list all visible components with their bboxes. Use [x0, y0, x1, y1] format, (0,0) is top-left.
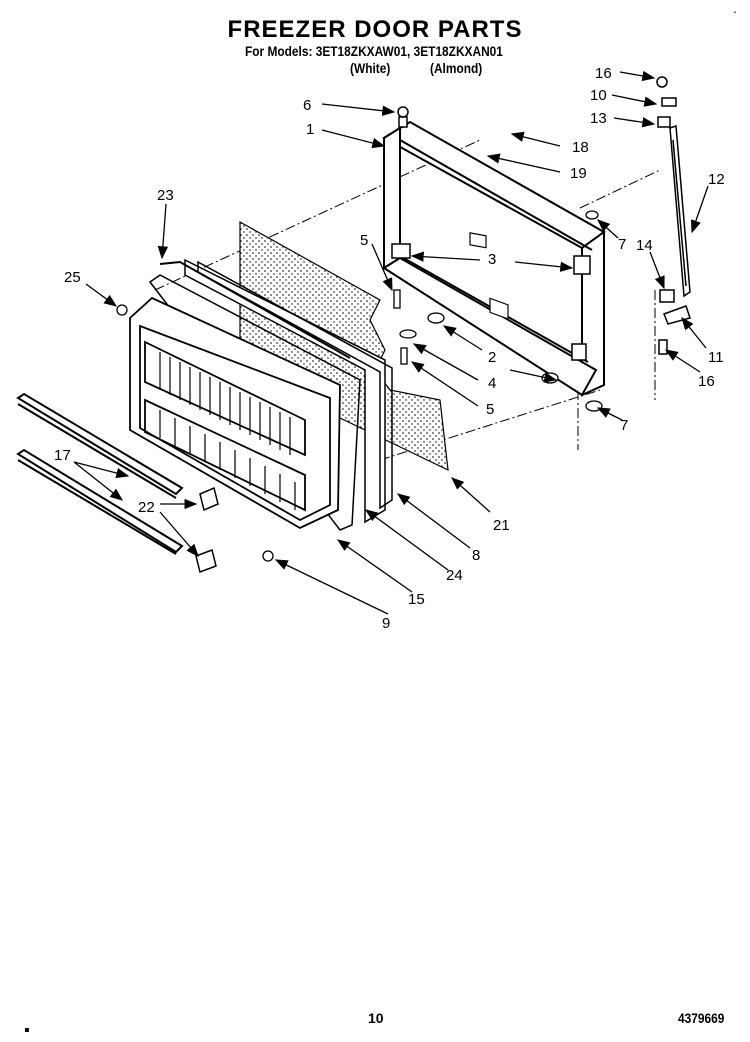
part-label-14: 14	[636, 237, 653, 254]
part-label-8: 8	[472, 547, 480, 564]
pads	[469, 232, 509, 320]
model-numbers: For Models: 3ET18ZKXAW01, 3ET18ZKXAN01	[245, 43, 503, 59]
part-label-11: 11	[708, 349, 724, 366]
part-label-15: 15	[408, 591, 425, 608]
part-label-16-top: 16	[595, 65, 612, 82]
page-number: 10	[368, 1010, 384, 1026]
part-label-2: 2	[488, 349, 496, 366]
part-label-5-top: 5	[360, 232, 368, 249]
part-label-3: 3	[488, 251, 496, 268]
leader-arrows	[73, 70, 709, 615]
part-label-10: 10	[590, 87, 607, 104]
left-mark: ▪	[24, 1022, 30, 1039]
document-number: 4379669	[678, 1010, 725, 1026]
part-label-7-bottom: 7	[620, 417, 628, 434]
part-label-1: 1	[306, 121, 314, 138]
hinge-bracket-top	[391, 243, 591, 361]
door-inner-liner	[129, 296, 341, 530]
page-title: FREEZER DOOR PARTS	[227, 16, 523, 43]
corner-mark: ˙	[733, 10, 739, 27]
door-handle	[669, 124, 691, 298]
part-labels: 6 1 18 19 16 10 13 12 7 3 5 2 4 5 7 14 1…	[54, 65, 725, 632]
part-label-5-bottom: 5	[486, 401, 494, 418]
hinge-parts	[397, 76, 691, 355]
part-label-12: 12	[708, 171, 725, 188]
part-label-22: 22	[138, 499, 155, 516]
shelf-rails	[16, 392, 184, 555]
part-label-18: 18	[572, 139, 589, 156]
part-label-24: 24	[446, 567, 463, 584]
shelf-ridges	[159, 352, 296, 510]
part-label-23: 23	[157, 187, 174, 204]
part-label-6: 6	[303, 97, 311, 114]
part-label-19: 19	[570, 165, 587, 182]
part-label-4: 4	[488, 375, 496, 392]
almond-label: (Almond)	[430, 60, 483, 76]
gasket-strip	[159, 260, 351, 359]
part-label-13: 13	[590, 110, 607, 127]
part-label-17: 17	[54, 447, 71, 464]
part-label-25: 25	[64, 269, 81, 286]
part-label-16-bottom: 16	[698, 373, 715, 390]
part-label-21: 21	[493, 517, 510, 534]
part-label-7-top: 7	[618, 236, 626, 253]
rail-end-caps	[195, 486, 219, 573]
white-label: (White)	[350, 60, 391, 76]
part-label-9: 9	[382, 615, 390, 632]
